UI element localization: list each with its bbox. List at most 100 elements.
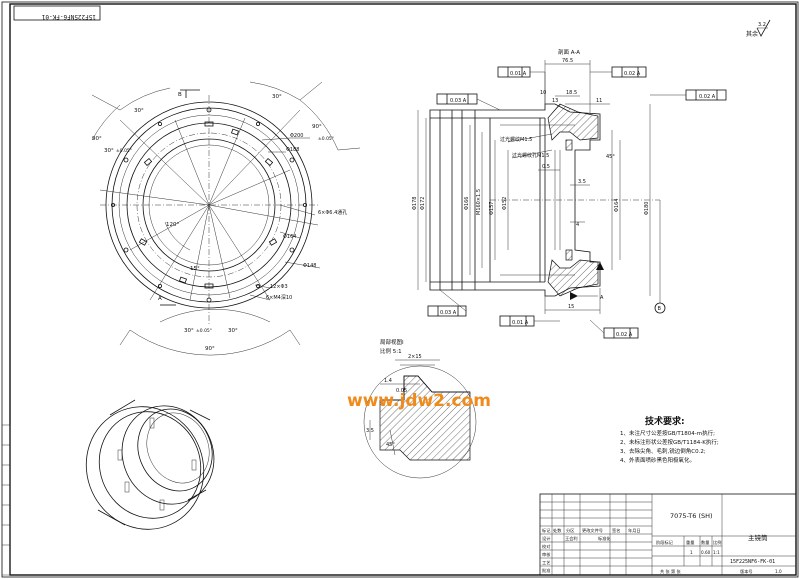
scale: 1:1 bbox=[713, 550, 720, 555]
roughness-symbol: 其余 3.2 bbox=[746, 19, 771, 38]
detail-dim: 3.5 bbox=[366, 428, 374, 434]
tb-row-label: 标记 bbox=[542, 527, 551, 534]
angle-label: 15° bbox=[190, 266, 200, 272]
drawing-number-corner: 15F225NF6-FK-01 bbox=[13, 5, 101, 21]
gdt-frame-text: 0.02 A bbox=[699, 94, 716, 100]
sheets: 共 张 第 张 bbox=[660, 568, 682, 575]
tb-col-label: 签名 bbox=[612, 527, 620, 534]
inner-border bbox=[9, 3, 797, 576]
gdt-frame-text: 0.01 A bbox=[512, 320, 529, 326]
section-view: 剖面 A-A 76.5 18.5 13 10 11 Φ178 Φ172 Φ166… bbox=[412, 48, 727, 339]
section-left-dim: Φ178 bbox=[412, 197, 418, 210]
section-top-dim: 11 bbox=[596, 98, 602, 104]
standardization: 标准化 bbox=[598, 535, 611, 542]
section-top-dim: 10 bbox=[540, 90, 546, 96]
tech-req-item: 2、未标注形状公差按GB/T1184-K执行; bbox=[620, 438, 719, 446]
front-view: 90° 30° 30° 30° 90° 15° 120° 30° 30° 90°… bbox=[91, 81, 361, 356]
tech-req-item: 3、去除尖角、毛刺,锐边倒角C0.2; bbox=[620, 447, 706, 455]
callout-holes: 6×Φ6.4通孔 bbox=[318, 209, 347, 216]
tech-req-title: 技术要求: bbox=[645, 415, 685, 427]
angle-tolerance: ±0.05° bbox=[196, 328, 212, 334]
section-note: 过光螺纹M1.5 bbox=[500, 136, 532, 143]
detail-dim: 2×15 bbox=[408, 354, 422, 360]
phase-header: 重量 bbox=[686, 539, 694, 546]
section-mark: B bbox=[178, 92, 182, 98]
datum-label: A bbox=[600, 295, 604, 301]
section-title: 剖面 A-A bbox=[558, 48, 580, 56]
angle-tolerance: ±0.05° bbox=[318, 136, 334, 142]
callout-diameter: Φ164 bbox=[283, 234, 296, 240]
iso-view bbox=[85, 399, 215, 530]
section-left-dim: Φ152 bbox=[502, 197, 508, 210]
section-bottom-dim: 15 bbox=[568, 304, 574, 310]
tb-row-label: 设计 bbox=[542, 535, 550, 542]
callout-diameter: Φ148 bbox=[303, 263, 316, 269]
angle-label: 30° bbox=[134, 108, 144, 114]
section-top-dim: 76.5 bbox=[562, 58, 573, 64]
tb-col-label: 更改文件号 bbox=[582, 527, 603, 534]
gdt-frame-text: 0.03 A bbox=[440, 310, 457, 316]
callout-diameter: Φ200 bbox=[290, 133, 303, 139]
version-label: 版本号 bbox=[740, 568, 753, 575]
callout-diameter: Φ188 bbox=[286, 147, 299, 153]
tb-row-label: 工艺 bbox=[542, 560, 550, 565]
section-left-dim: Φ157 bbox=[489, 202, 495, 215]
quantity: 1 bbox=[690, 550, 693, 555]
section-top-dim: 13 bbox=[552, 98, 558, 104]
detail-view: 局部视图I 比例 5:1 2×15 1.4 0.05 3.5 45° bbox=[363, 338, 477, 479]
front-view-angle-labels: 90° 30° 30° 30° 90° 15° 120° 30° 30° 90° bbox=[92, 94, 322, 352]
angle-label: 30° bbox=[104, 148, 114, 154]
section-right-dim: Φ180 bbox=[644, 202, 650, 215]
angle-label: 30° bbox=[272, 94, 282, 100]
detail-dim: 0.05 bbox=[396, 388, 407, 394]
angle-tolerance: ±0.05° bbox=[116, 148, 132, 154]
section-inner-dim: 45° bbox=[606, 154, 615, 160]
angle-label: 30° bbox=[184, 328, 194, 334]
phase-header: 阶段标记 bbox=[656, 539, 674, 546]
tb-col-label: 处数 bbox=[553, 527, 562, 534]
tb-row-label: 审核 bbox=[542, 551, 551, 558]
section-left-dim: Φ172 bbox=[420, 197, 426, 210]
angle-label: 90° bbox=[312, 124, 322, 130]
section-note: 过光螺纹孔M1.5 bbox=[512, 152, 549, 159]
tb-col-label: 分区 bbox=[566, 527, 574, 534]
version: 1.0 bbox=[775, 569, 782, 574]
detail-scale: 比例 5:1 bbox=[380, 347, 402, 355]
part-name: 主镜筒 bbox=[748, 533, 768, 542]
section-right-dim: Φ164 bbox=[614, 199, 620, 212]
left-margin-strip bbox=[1, 424, 11, 576]
detail-dim: 45° bbox=[386, 442, 395, 448]
watermark: www.jdw2.com bbox=[347, 391, 491, 411]
tb-row-label: 校对 bbox=[542, 543, 550, 550]
angle-label: 120° bbox=[166, 222, 179, 228]
tech-req-item: 4、外表面喷砂黑色阳极氧化。 bbox=[620, 456, 695, 464]
section-left-dim: Φ166 bbox=[464, 197, 470, 210]
tech-req-item: 1、未注尺寸公差按GB/T1804-m执行; bbox=[620, 429, 715, 437]
section-mark: A bbox=[158, 296, 162, 302]
phase-header: 数量 bbox=[701, 539, 709, 546]
gdt-frame-text: 0.01 A bbox=[510, 71, 527, 77]
technical-requirements: 技术要求: 1、未注尺寸公差按GB/T1804-m执行; 2、未标注形状公差按G… bbox=[620, 415, 719, 464]
gdt-frame-text: 0.02 A bbox=[624, 71, 641, 77]
gdt-frame-text: 0.02 A bbox=[616, 332, 633, 338]
angle-label: 90° bbox=[205, 346, 215, 352]
title-block: 7075-T6 (SH) 主镜筒 15F225NF6-FK-01 标记 设计 校… bbox=[539, 493, 797, 576]
roughness-note: 其余 bbox=[746, 30, 758, 38]
section-inner-dim: 4 bbox=[576, 222, 579, 228]
angle-label: 90° bbox=[92, 136, 102, 142]
material: 7075-T6 (SH) bbox=[670, 512, 713, 520]
designer: 王会利 bbox=[565, 535, 578, 542]
roughness-value: 3.2 bbox=[758, 22, 766, 28]
angle-label: 30° bbox=[228, 328, 238, 334]
callout-holes: 12×Φ3 bbox=[270, 284, 288, 290]
weight: 0.60 bbox=[701, 550, 711, 555]
drawing-number-corner-text: 15F225NF6-FK-01 bbox=[41, 13, 96, 20]
drawing-number: 15F225NF6-FK-01 bbox=[730, 559, 775, 565]
callout-holes: 6×M4深10 bbox=[266, 294, 292, 301]
tb-row-label: 批准 bbox=[542, 567, 550, 574]
balloon-label: B bbox=[658, 306, 662, 312]
gdt-frame-text: 0.03 A bbox=[450, 98, 467, 104]
detail-title: 局部视图I bbox=[380, 338, 404, 346]
section-inner-dim: 3.5 bbox=[578, 179, 586, 185]
section-left-dim: M160×1.5 bbox=[476, 189, 482, 215]
